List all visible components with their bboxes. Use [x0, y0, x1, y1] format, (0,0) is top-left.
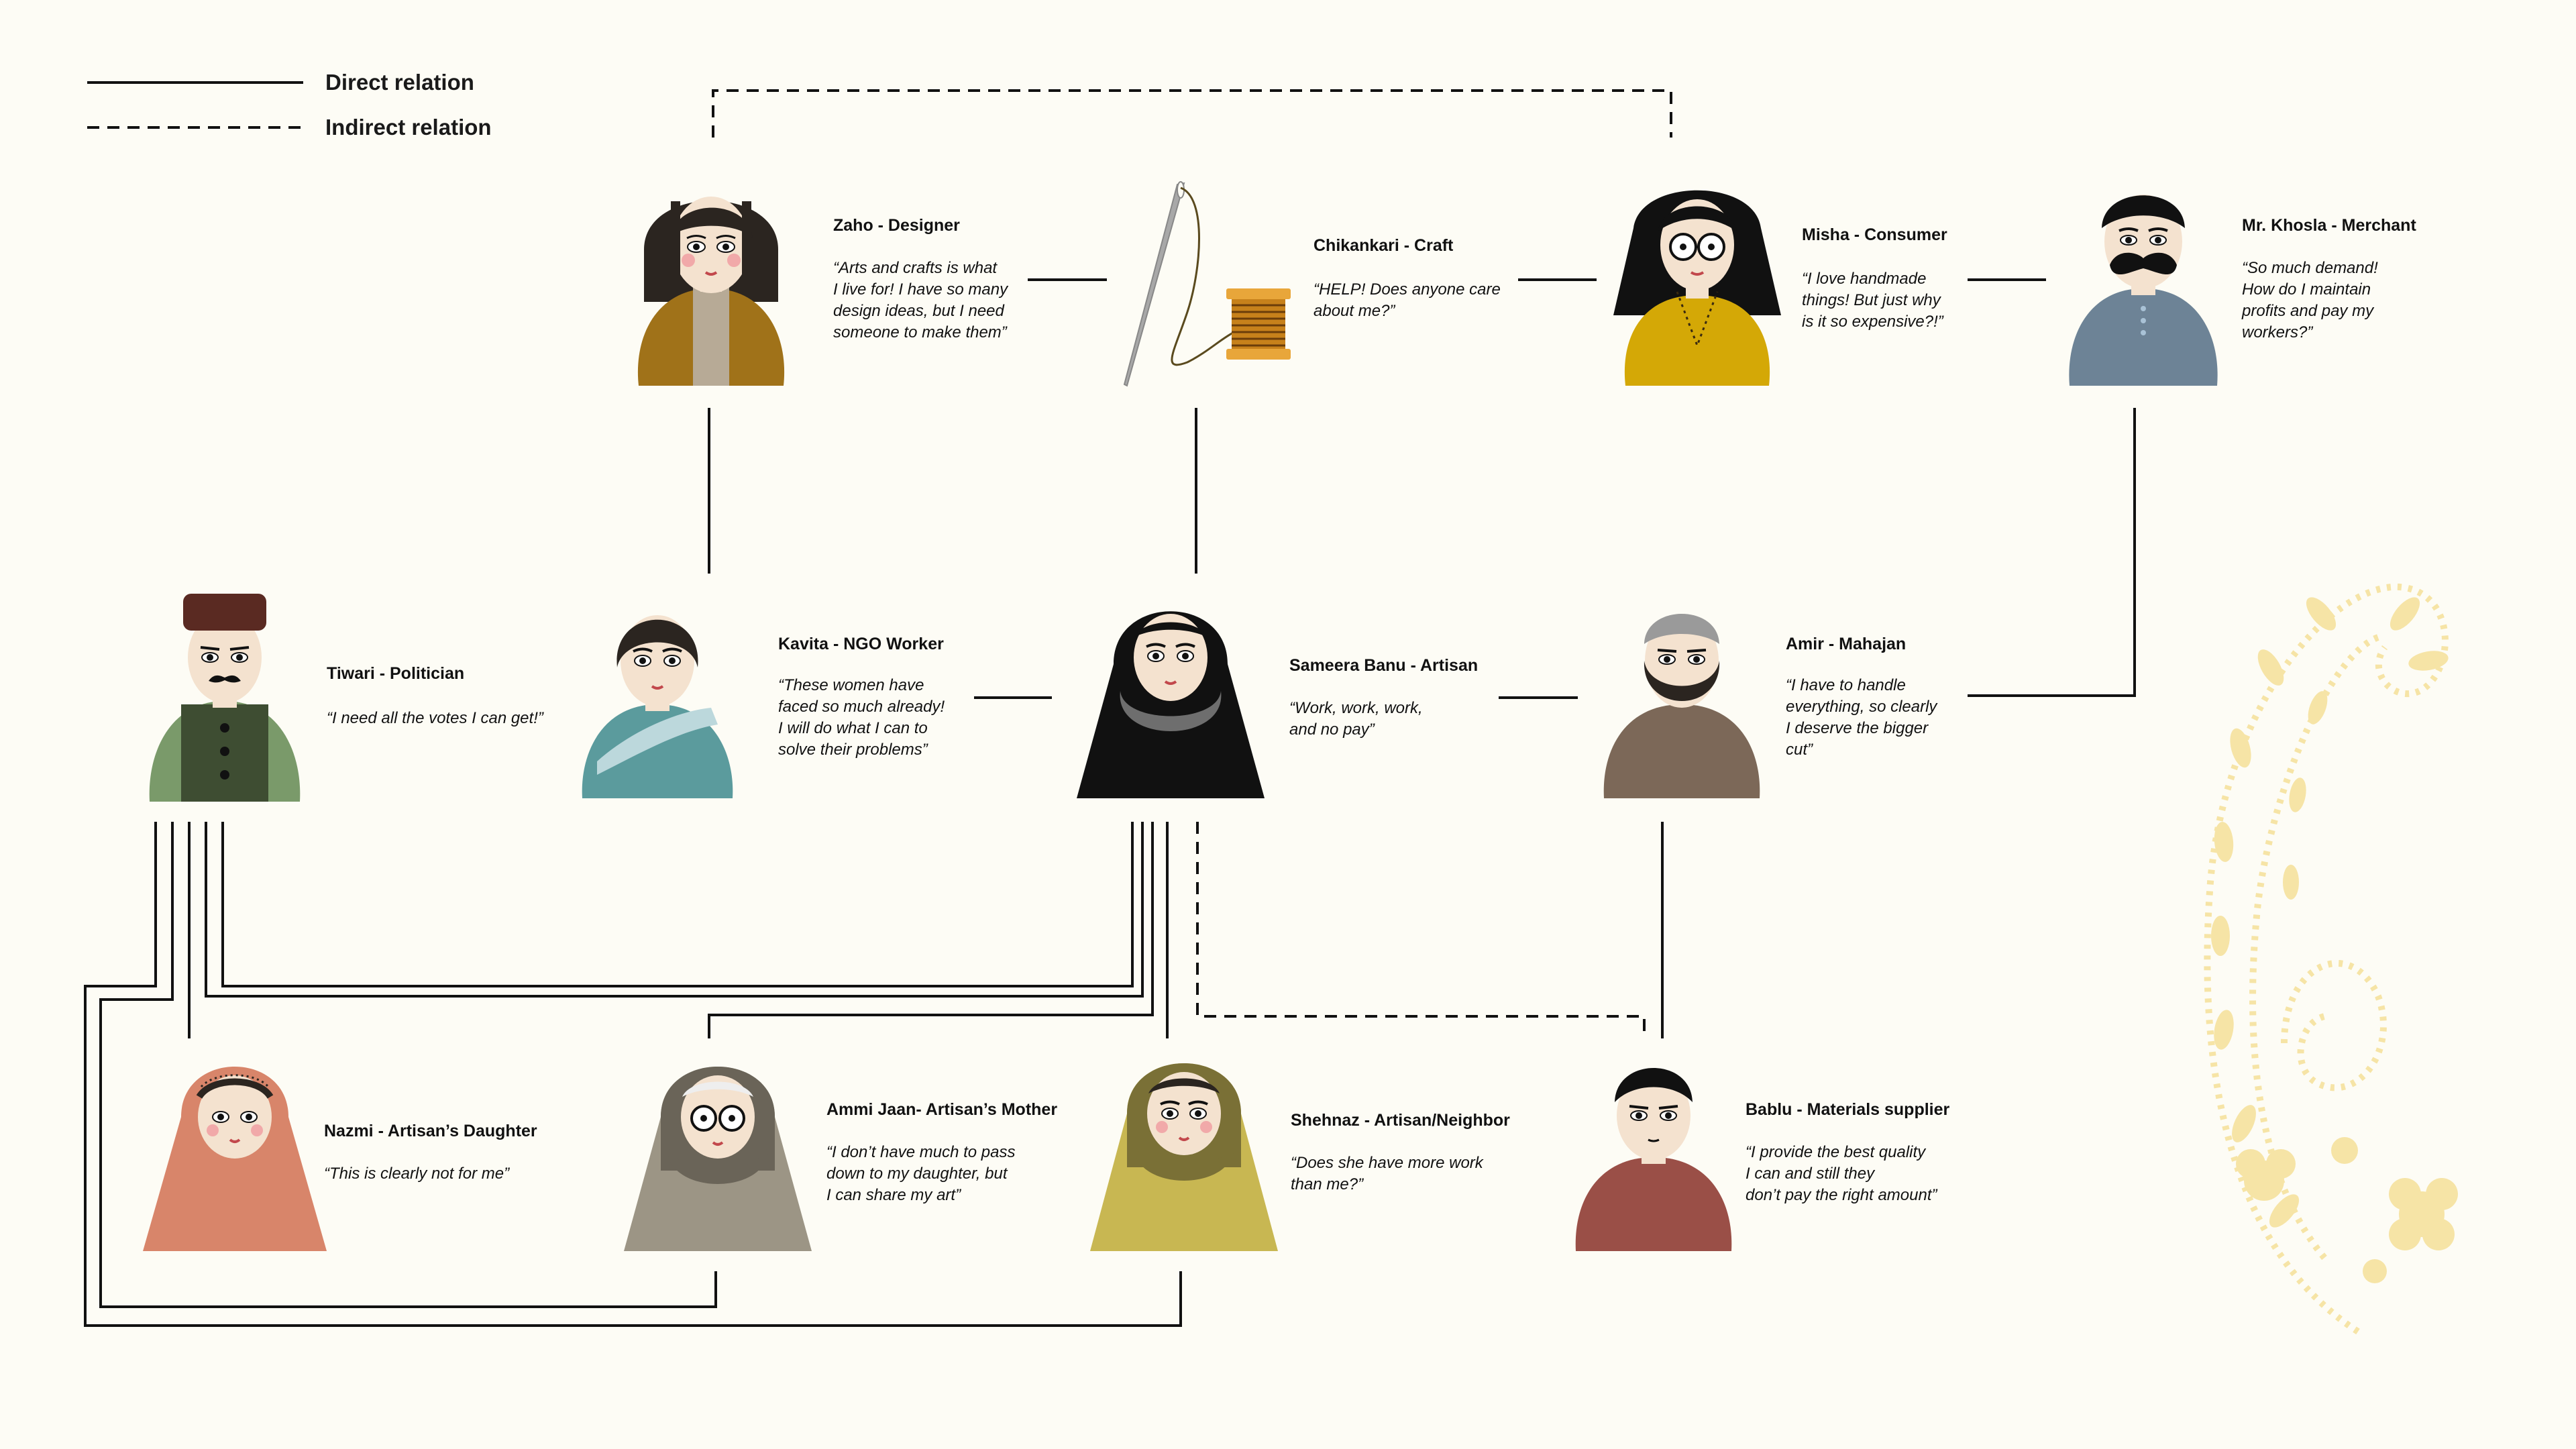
amir-quote: “I have to handle everything, so clearly… [1786, 676, 1937, 759]
link-sameera-tiwari-a [221, 822, 1134, 987]
legend-indirect-label: Indirect relation [325, 115, 492, 140]
shehnaz-name: Shehnaz - Artisan/Neighbor [1291, 1111, 1510, 1130]
legend-direct-label: Direct relation [325, 70, 474, 95]
nazmi-avatar [143, 1067, 327, 1251]
tiwari-avatar [149, 594, 301, 802]
amir-name: Amir - Mahajan [1786, 635, 1907, 653]
indirect-zaho-misha [712, 89, 1672, 138]
sameera-avatar [1077, 611, 1265, 798]
craft-quote: “HELP! Does anyone care about me?” [1313, 280, 1501, 320]
ammi-avatar [624, 1067, 812, 1251]
link-khosla-amir [1968, 408, 2136, 697]
zaho-quote: “Arts and crafts is what I live for! I h… [833, 259, 1008, 341]
shehnaz-avatar [1090, 1063, 1278, 1251]
shehnaz-quote: “Does she have more work than me?” [1291, 1154, 1483, 1193]
link-tiwari-ammi [99, 822, 717, 1308]
nazmi-quote: “This is clearly not for me” [324, 1165, 510, 1183]
tiwari-quote: “I need all the votes I can get!” [327, 709, 543, 727]
needle-and-thread-icon [1123, 181, 1291, 387]
link-sameera-ammi [708, 822, 1154, 1038]
bablu-quote: “I provide the best quality I can and st… [1746, 1143, 1937, 1204]
nazmi-name: Nazmi - Artisan’s Daughter [324, 1122, 537, 1140]
amir-avatar [1603, 614, 1760, 798]
kavita-name: Kavita - NGO Worker [778, 635, 944, 653]
khosla-name: Mr. Khosla - Merchant [2242, 216, 2416, 235]
link-sameera-tiwari-b [205, 822, 1144, 998]
ammi-quote: “I don’t have much to pass down to my da… [826, 1143, 1016, 1204]
indirect-sameera-bablu [1196, 822, 1646, 1038]
craft-name: Chikankari - Craft [1313, 236, 1454, 255]
misha-name: Misha - Consumer [1802, 225, 1947, 244]
misha-avatar [1613, 190, 1781, 386]
zaho-name: Zaho - Designer [833, 216, 960, 235]
bablu-name: Bablu - Materials supplier [1746, 1100, 1950, 1119]
kavita-quote: “These women have faced so much already!… [778, 676, 945, 759]
ammi-name: Ammi Jaan- Artisan’s Mother [826, 1100, 1058, 1119]
sameera-quote: “Work, work, work, and no pay” [1289, 699, 1423, 739]
sameera-name: Sameera Banu - Artisan [1289, 656, 1479, 675]
bablu-avatar [1575, 1068, 1732, 1251]
zaho-avatar [637, 197, 785, 386]
kavita-avatar [582, 615, 733, 798]
link-tiwari-shehnaz [84, 822, 1182, 1327]
paisley-decoration [2204, 583, 2458, 1335]
khosla-avatar [2069, 195, 2218, 386]
misha-quote: “I love handmade things! But just why is… [1802, 270, 1943, 331]
tiwari-name: Tiwari - Politician [327, 664, 465, 683]
khosla-quote: “So much demand! How do I maintain profi… [2242, 259, 2378, 341]
